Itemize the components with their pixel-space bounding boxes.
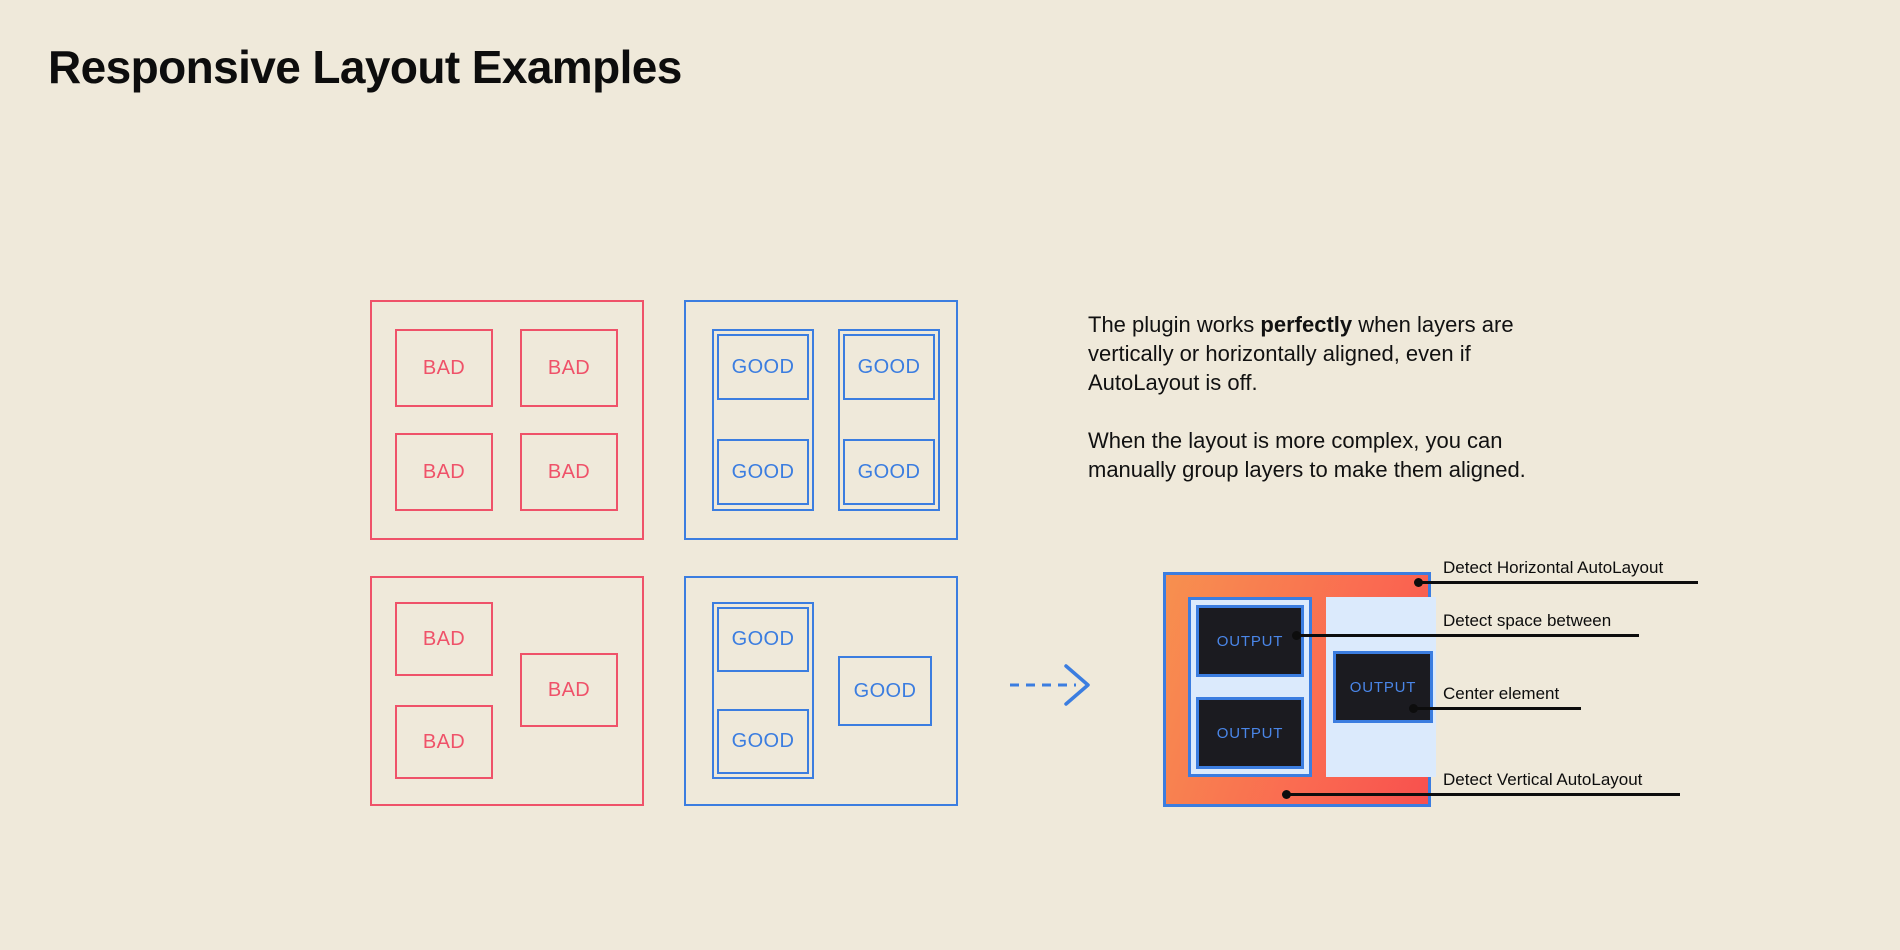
- annotation-underline: [1443, 581, 1698, 584]
- paragraph-1-part-before: The plugin works: [1088, 312, 1261, 337]
- layer-group-wrapper: [838, 329, 940, 511]
- layer-box-good: GOOD: [717, 334, 809, 400]
- output-detail-diagram: OUTPUT OUTPUT OUTPUT: [1163, 572, 1436, 807]
- annotation-leader-detect-vertical-autolayout: [1286, 793, 1446, 796]
- layer-box-label: BAD: [547, 356, 591, 379]
- layer-box-label: BAD: [422, 356, 466, 379]
- layer-box-bad: BAD: [520, 329, 618, 407]
- layer-box-label: GOOD: [731, 730, 795, 752]
- output-box-label: OUTPUT: [1216, 632, 1284, 650]
- annotation-detect-space-between: Detect space between: [1443, 601, 1653, 637]
- layer-box-label: GOOD: [857, 355, 921, 378]
- annotation-label: Detect Vertical AutoLayout: [1443, 770, 1643, 789]
- page-title: Responsive Layout Examples: [48, 41, 682, 93]
- layer-box-label: GOOD: [853, 679, 917, 702]
- example-panel-good-complex: GOOD GOOD GOOD: [684, 576, 958, 806]
- annotation-detect-horizontal-autolayout: Detect Horizontal AutoLayout: [1443, 550, 1703, 584]
- description-text: The plugin works perfectly when layers a…: [1088, 310, 1558, 484]
- layer-box-label: BAD: [422, 460, 466, 483]
- output-box: OUTPUT: [1196, 605, 1304, 677]
- annotation-detect-vertical-autolayout: Detect Vertical AutoLayout: [1443, 762, 1693, 796]
- layer-box-label: BAD: [547, 678, 591, 701]
- layer-box-good: GOOD: [717, 607, 809, 672]
- paragraph-1-emphasis: perfectly: [1260, 312, 1353, 337]
- layer-box-label: GOOD: [731, 355, 795, 378]
- layer-box-bad: BAD: [520, 653, 618, 727]
- annotation-center-element: Center element: [1443, 675, 1613, 710]
- annotation-underline: [1443, 707, 1581, 710]
- annotation-label: Center element: [1443, 684, 1560, 703]
- layer-box-label: BAD: [547, 460, 591, 483]
- example-panel-good-grid: GOOD GOOD GOOD GOOD: [684, 300, 958, 540]
- example-panel-bad-grid: BAD BAD BAD BAD: [370, 300, 644, 540]
- layer-box-label: GOOD: [731, 460, 795, 483]
- output-box-label: OUTPUT: [1216, 724, 1284, 742]
- layer-box-good: GOOD: [843, 334, 935, 400]
- output-box: OUTPUT: [1333, 651, 1433, 723]
- layer-box-good: GOOD: [838, 656, 932, 726]
- paragraph-1-part-after: when layers are vertically or horizontal…: [1088, 312, 1514, 395]
- layer-box-bad: BAD: [395, 433, 493, 511]
- output-box-label: OUTPUT: [1349, 678, 1417, 696]
- annotation-underline: [1443, 634, 1639, 637]
- layer-box-good: GOOD: [717, 709, 809, 774]
- layer-box-bad: BAD: [395, 602, 493, 676]
- description-paragraph-1: The plugin works perfectly when layers a…: [1088, 310, 1558, 397]
- layer-group-wrapper: [712, 329, 814, 511]
- annotation-label: Detect Horizontal AutoLayout: [1443, 558, 1664, 577]
- layer-box-label: GOOD: [731, 628, 795, 650]
- annotation-leader-center-element: [1413, 707, 1446, 710]
- annotation-underline: [1443, 793, 1680, 796]
- layer-box-bad: BAD: [395, 705, 493, 779]
- layer-box-bad: BAD: [520, 433, 618, 511]
- flow-arrow-icon: [1010, 664, 1090, 706]
- layer-box-label: BAD: [422, 627, 466, 650]
- layer-box-good: GOOD: [717, 439, 809, 505]
- layer-box-bad: BAD: [395, 329, 493, 407]
- output-box: OUTPUT: [1196, 697, 1304, 769]
- paragraph-spacer: [1088, 397, 1558, 426]
- description-paragraph-2: When the layout is more complex, you can…: [1088, 428, 1526, 482]
- layer-box-label: GOOD: [857, 460, 921, 483]
- layer-box-good: GOOD: [843, 439, 935, 505]
- layer-group-wrapper: [712, 602, 814, 779]
- annotation-leader-detect-space-between: [1296, 634, 1446, 637]
- layer-box-label: BAD: [422, 730, 466, 753]
- example-panel-bad-complex: BAD BAD BAD: [370, 576, 644, 806]
- annotation-label: Detect space between: [1443, 611, 1612, 630]
